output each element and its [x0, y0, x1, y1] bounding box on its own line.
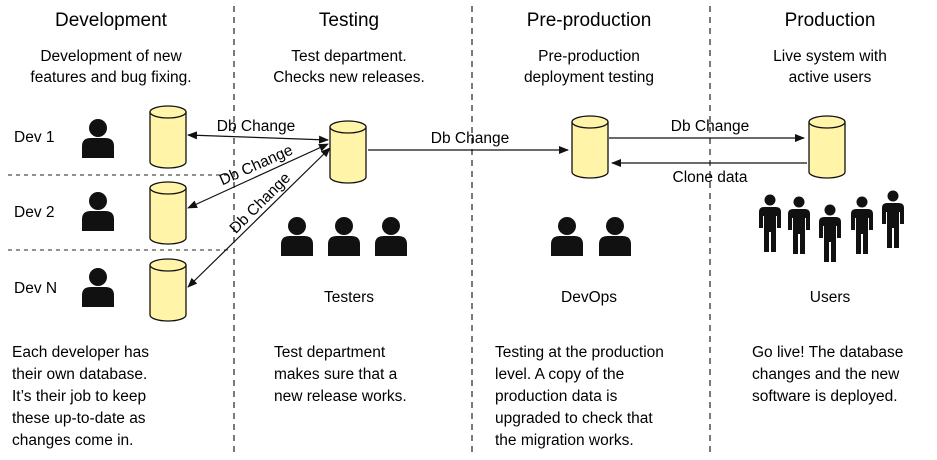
- prod-subtitle-line2: active users: [789, 69, 872, 86]
- description-line: these up-to-date as: [12, 410, 146, 427]
- dev-label-n: Dev N: [14, 280, 57, 297]
- db-change-label: Db Change: [671, 118, 749, 135]
- description-line: production data is: [495, 388, 618, 405]
- preprod-subtitle-line1: Pre-production: [538, 48, 640, 65]
- stage-title-preproduction: Pre-production: [527, 10, 652, 31]
- standing-person-icon: [759, 194, 781, 252]
- testing-subtitle-line2: Checks new releases.: [273, 69, 425, 86]
- preproduction-description: Testing at the production level. A copy …: [495, 344, 664, 449]
- database-body: [149, 187, 187, 245]
- database-body: [808, 121, 846, 179]
- users-label: Users: [810, 289, 851, 306]
- database-body: [149, 264, 187, 322]
- preprod-subtitle-line2: deployment testing: [524, 69, 654, 86]
- dev-label-1: Dev 1: [14, 129, 55, 146]
- person-icon: [375, 217, 407, 256]
- description-line: upgraded to check that: [495, 410, 653, 427]
- development-description: Each developer has their own database. I…: [12, 344, 149, 449]
- database-icon-production: [808, 115, 846, 179]
- description-line: makes sure that a: [274, 366, 398, 383]
- database-icon-dev2: [149, 181, 187, 245]
- arrow-dev1-test: [187, 131, 329, 144]
- database-lid: [149, 105, 187, 119]
- person-icon: [82, 192, 114, 231]
- database-icon-devn: [149, 258, 187, 322]
- arrow-devn-test: [187, 147, 331, 288]
- description-line: Go live! The database: [752, 344, 903, 361]
- database-lid: [808, 115, 846, 129]
- person-icon: [82, 119, 114, 158]
- prod-subtitle-line1: Live system with: [773, 48, 887, 65]
- standing-person-icon: [788, 196, 810, 254]
- description-line: the migration works.: [495, 432, 634, 449]
- standing-person-icon: [851, 196, 873, 254]
- dev-subtitle-line1: Development of new: [40, 48, 182, 65]
- description-line: changes and the new: [752, 366, 900, 383]
- database-lid: [329, 120, 367, 134]
- database-lid: [149, 258, 187, 272]
- dev-label-2: Dev 2: [14, 204, 55, 221]
- production-description: Go live! The database changes and the ne…: [752, 344, 903, 405]
- database-icon-preproduction: [571, 115, 609, 179]
- testing-subtitle-line1: Test department.: [291, 48, 406, 65]
- person-icon: [599, 217, 631, 256]
- standing-person-icon: [882, 190, 904, 248]
- description-line: Each developer has: [12, 344, 149, 361]
- standing-person-icon: [819, 204, 841, 262]
- person-icon: [281, 217, 313, 256]
- testing-description: Test department makes sure that a new re…: [274, 344, 407, 405]
- database-body: [571, 121, 609, 179]
- person-icon: [551, 217, 583, 256]
- db-change-label: Db Change: [431, 130, 509, 147]
- databases: [149, 105, 846, 322]
- description-line: new release works.: [274, 388, 407, 405]
- database-body: [149, 111, 187, 169]
- person-icon: [82, 268, 114, 307]
- stage-title-testing: Testing: [319, 10, 379, 31]
- stage-title-production: Production: [785, 10, 876, 31]
- devops-label: DevOps: [561, 289, 617, 306]
- person-icon: [328, 217, 360, 256]
- clone-data-label: Clone data: [673, 169, 748, 186]
- description-line: software is deployed.: [752, 388, 898, 405]
- dev-subtitle-line2: features and bug fixing.: [30, 69, 191, 86]
- description-line: Testing at the production: [495, 344, 664, 361]
- description-line: their own database.: [12, 366, 147, 383]
- description-line: Test department: [274, 344, 386, 361]
- description-line: level. A copy of the: [495, 366, 624, 383]
- testers-label: Testers: [324, 289, 374, 306]
- stage-title-development: Development: [55, 10, 168, 31]
- database-lid: [571, 115, 609, 129]
- description-line: It’s their job to keep: [12, 388, 146, 405]
- database-icon-testing: [329, 120, 367, 184]
- database-icon-dev1: [149, 105, 187, 169]
- db-change-label: Db Change: [217, 118, 295, 135]
- database-lid: [149, 181, 187, 195]
- description-line: changes come in.: [12, 432, 134, 449]
- database-body: [329, 126, 367, 184]
